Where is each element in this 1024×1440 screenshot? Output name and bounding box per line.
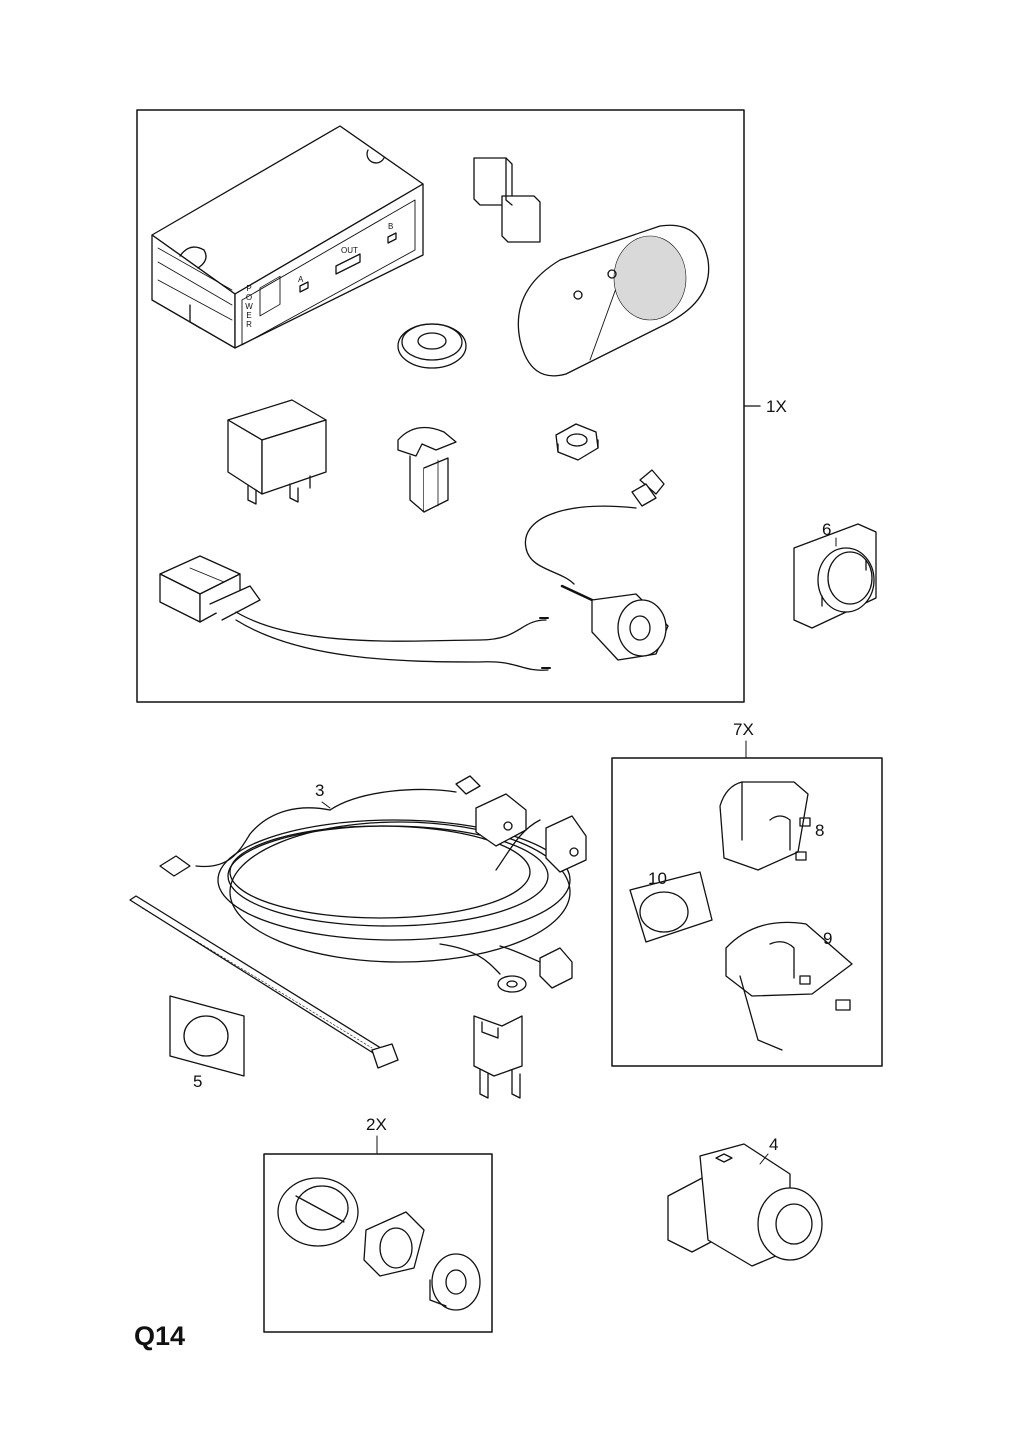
callout-9: 9: [823, 929, 833, 948]
sensor-clip-ring: [277, 1177, 359, 1247]
grommet: [397, 323, 467, 369]
adhesive-pad-5: [169, 995, 245, 1077]
callout-6: 6: [822, 520, 832, 539]
callout-4-leader: [759, 1153, 769, 1165]
callout-3-leader: [321, 801, 331, 809]
callout-8: 8: [815, 821, 825, 840]
relay: [227, 399, 327, 505]
kit-sensor: [524, 469, 669, 661]
harness-connector: [159, 555, 551, 671]
sensor-clip: [363, 1211, 425, 1277]
parking-sensor-4: [667, 1143, 823, 1267]
fuse: [473, 1015, 523, 1099]
module-a-label: A: [298, 275, 304, 284]
cable-tie: [129, 895, 399, 1069]
sensor-ring: [429, 1253, 481, 1311]
module-power-label: POWER: [245, 284, 253, 329]
callout-4: 4: [769, 1135, 779, 1154]
frame-2x: [263, 1153, 493, 1333]
foam-pads: [473, 157, 541, 243]
lock-nut: [555, 423, 599, 461]
callout-3: 3: [315, 781, 325, 800]
callout-2x: 2X: [366, 1115, 387, 1134]
callout-1x: 1X: [766, 397, 787, 416]
bracket-9: [725, 921, 853, 1051]
wiring-harness-3: [159, 775, 587, 993]
warning-display: [517, 224, 710, 377]
plastic-clip: [397, 426, 457, 513]
module-b-label: B: [388, 222, 394, 231]
callout-10: 10: [648, 869, 667, 888]
module-out-label: OUT: [341, 246, 358, 255]
page-code: Q14: [134, 1321, 186, 1351]
bracket-8: [719, 781, 811, 871]
sticker-10: [629, 871, 713, 943]
callout-7x: 7X: [733, 720, 754, 739]
frame-7x: [611, 757, 883, 1067]
control-module: [151, 125, 424, 349]
callout-5: 5: [193, 1072, 203, 1091]
sensor-holder-6: [793, 523, 877, 629]
